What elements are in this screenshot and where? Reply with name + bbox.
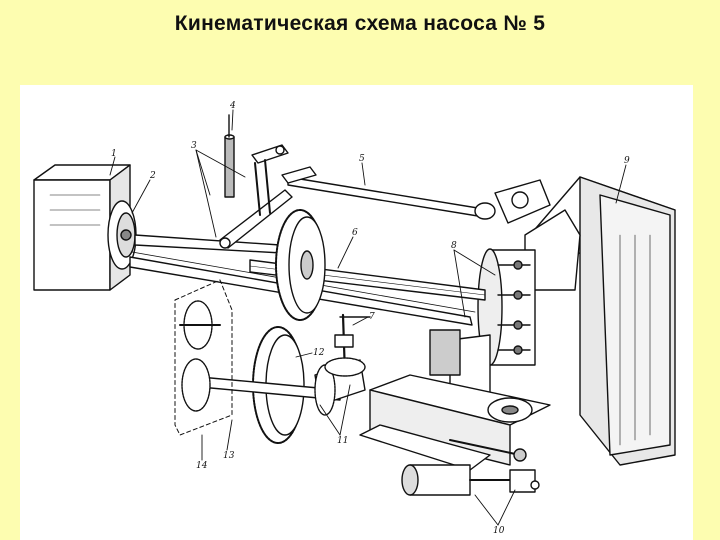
lower-mechanism [359, 374, 551, 496]
diagram-svg: 1 2 3 4 5 6 7 8 9 10 11 12 13 14 [33, 101, 676, 536]
plunger-block [429, 248, 536, 401]
label-11: 11 [337, 436, 348, 446]
right-housing [474, 176, 676, 466]
label-14: 14 [196, 461, 208, 471]
label-5: 5 [359, 154, 365, 164]
part-labels: 1 2 3 4 5 6 7 8 9 10 11 12 13 14 [111, 101, 630, 536]
flange-disc [107, 200, 137, 270]
label-1: 1 [111, 149, 117, 159]
bevel-gears [314, 357, 366, 416]
vertical-pin [224, 114, 235, 198]
kinematic-diagram: 1 2 3 4 5 6 7 8 9 10 11 12 13 14 [20, 85, 693, 540]
label-12: 12 [313, 348, 325, 358]
label-10: 10 [493, 526, 505, 536]
lever-linkage [219, 144, 293, 249]
label-7: 7 [369, 312, 375, 322]
leader-lines [109, 109, 627, 526]
label-9: 9 [624, 156, 630, 166]
label-3: 3 [191, 141, 197, 151]
label-6: 6 [352, 228, 358, 238]
label-4: 4 [229, 101, 236, 111]
lower-gear [199, 326, 341, 444]
upper-rod [281, 166, 491, 219]
label-2: 2 [149, 171, 156, 181]
gear-pair-14 [174, 279, 233, 436]
label-8: 8 [451, 241, 457, 251]
label-13: 13 [223, 451, 235, 461]
slide-title: Кинематическая схема насоса № 5 [174, 12, 546, 35]
upper-gear [275, 209, 326, 321]
